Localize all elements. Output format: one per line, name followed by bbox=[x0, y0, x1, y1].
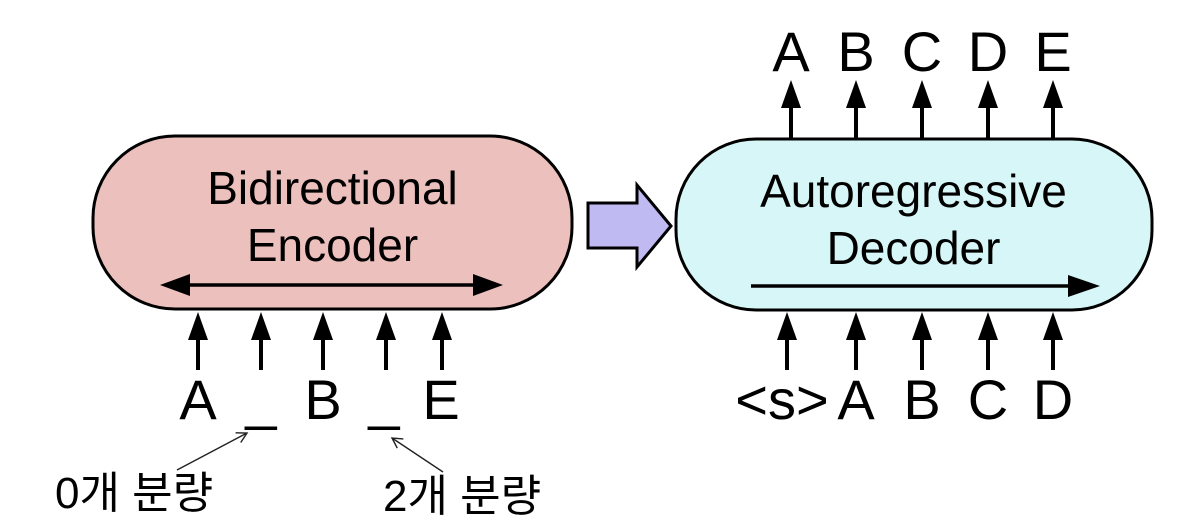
up-arrow-icon bbox=[430, 310, 454, 372]
up-arrow-icon bbox=[976, 310, 1000, 372]
decoder-input-token: D bbox=[1032, 368, 1074, 431]
encoder-input-arrows bbox=[186, 310, 454, 372]
decoder-output-token: A bbox=[772, 20, 810, 83]
decoder-title-line2: Decoder bbox=[826, 222, 1001, 274]
decoder-input-token: <s> bbox=[735, 368, 829, 431]
decoder-output-token: C bbox=[901, 20, 943, 83]
decoder-input-arrows bbox=[775, 310, 1065, 372]
up-arrow-icon bbox=[311, 310, 335, 372]
up-arrow-icon bbox=[779, 78, 803, 140]
bidirectional-arrow-icon bbox=[160, 274, 503, 296]
encoder-input-token: _ bbox=[368, 368, 400, 431]
decoder-output-token: B bbox=[837, 20, 875, 83]
up-arrow-icon bbox=[844, 310, 868, 372]
encoder-title: Bidirectional Encoder bbox=[92, 160, 573, 274]
encoder-box bbox=[91, 134, 574, 311]
decoder-box bbox=[674, 137, 1154, 312]
annotation-pointer-right-icon bbox=[390, 437, 444, 473]
encoder-input-token: _ bbox=[245, 368, 277, 431]
encoder-title-line2: Encoder bbox=[246, 219, 419, 271]
up-arrow-icon bbox=[775, 310, 799, 372]
up-arrow-icon bbox=[910, 310, 934, 372]
annotation-right-label: 2개 분량 bbox=[383, 472, 542, 521]
decoder-input-token: B bbox=[903, 368, 941, 431]
encoder-input-token: B bbox=[304, 368, 342, 431]
encoder-to-decoder-arrow-icon bbox=[586, 180, 673, 272]
annotation-left-label: 0개 분량 bbox=[55, 469, 214, 518]
up-arrow-icon bbox=[249, 310, 273, 372]
decoder-input-token: A bbox=[837, 368, 875, 431]
up-arrow-icon bbox=[1041, 78, 1065, 140]
up-arrow-icon bbox=[910, 78, 934, 140]
decoder-output-token: D bbox=[967, 20, 1009, 83]
decoder-output-arrows bbox=[779, 78, 1065, 140]
encoder-input-token: E bbox=[422, 368, 460, 431]
autoregressive-arrow-icon bbox=[751, 275, 1100, 297]
annotation-pointer-left-icon bbox=[176, 432, 249, 471]
encoder-input-token: A bbox=[179, 368, 217, 431]
decoder-title: Autoregressive Decoder bbox=[675, 163, 1152, 277]
decoder-output-token: E bbox=[1034, 20, 1072, 83]
up-arrow-icon bbox=[976, 78, 1000, 140]
up-arrow-icon bbox=[186, 310, 210, 372]
decoder-title-line1: Autoregressive bbox=[760, 165, 1067, 217]
encoder-title-line1: Bidirectional bbox=[207, 162, 458, 214]
decoder-input-token: C bbox=[967, 368, 1009, 431]
up-arrow-icon bbox=[1041, 310, 1065, 372]
up-arrow-icon bbox=[374, 310, 398, 372]
up-arrow-icon bbox=[844, 78, 868, 140]
